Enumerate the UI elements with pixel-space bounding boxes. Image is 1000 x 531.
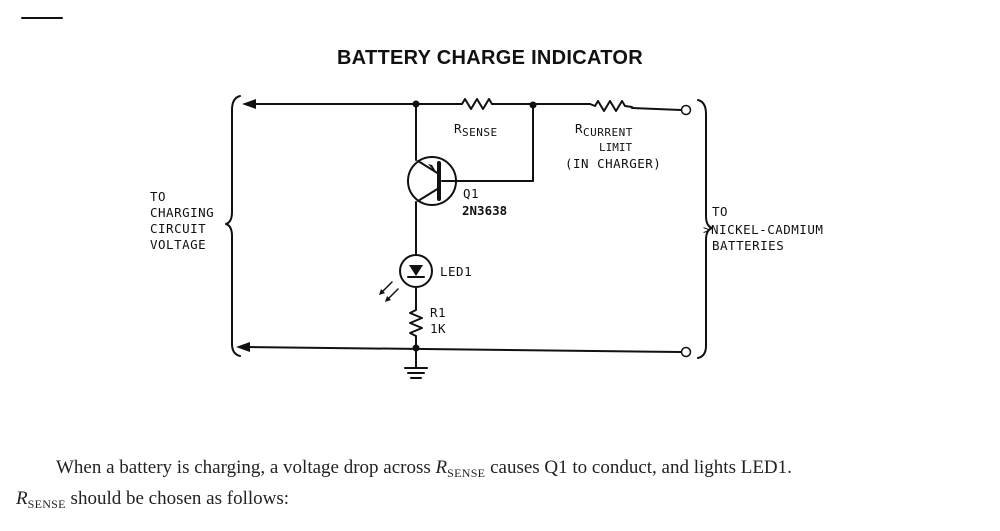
led1: [399, 254, 433, 288]
caption-text: When a battery is charging, a voltage dr…: [16, 455, 976, 517]
right-label-line-1: TO: [712, 204, 728, 219]
caption-line-2: RSENSE should be chosen as follows:: [16, 488, 290, 511]
right-label-line-3: BATTERIES: [712, 238, 784, 253]
left-label-line-1: TO: [150, 189, 166, 204]
schematic-diagram: BATTERY CHARGE INDICATOR: [21, 17, 823, 379]
r-current-in-charger-label: (IN CHARGER): [565, 156, 661, 171]
bottom-rail: [245, 346, 682, 353]
r-sense-resistor: [454, 98, 499, 110]
q1-part-label: 2N3638: [462, 203, 507, 218]
led1-label: LED1: [440, 264, 472, 279]
left-label-line-4: VOLTAGE: [150, 237, 206, 252]
top-arrow: [242, 99, 256, 109]
transistor-q1: [407, 156, 457, 206]
light-arrows: [379, 281, 399, 302]
r-sense-label: RSENSE: [454, 121, 498, 139]
bottom-arrow: [236, 342, 250, 352]
left-label-line-3: CIRCUIT: [150, 221, 206, 236]
r-current-limit-resistor: [589, 100, 633, 112]
r-current-label: RCURRENT: [575, 121, 633, 139]
r1-value-label: 1K: [430, 321, 446, 336]
left-brace: [225, 95, 241, 357]
diagram-title: BATTERY CHARGE INDICATOR: [337, 47, 643, 69]
right-brace: [697, 99, 713, 359]
top-terminal: [680, 104, 692, 116]
right-label-line-2: >NICKEL-CADMIUM: [703, 222, 823, 237]
q1-label: Q1: [463, 186, 479, 201]
top-rail-right: [631, 107, 682, 111]
caption-line-1: When a battery is charging, a voltage dr…: [56, 457, 792, 480]
bottom-terminal: [680, 346, 692, 358]
r-current-limit-label: LIMIT: [599, 141, 632, 154]
left-label-line-2: CHARGING: [150, 205, 214, 220]
r1-resistor: [409, 305, 423, 348]
r1-label: R1: [430, 305, 446, 320]
ground-symbol: [404, 347, 428, 379]
